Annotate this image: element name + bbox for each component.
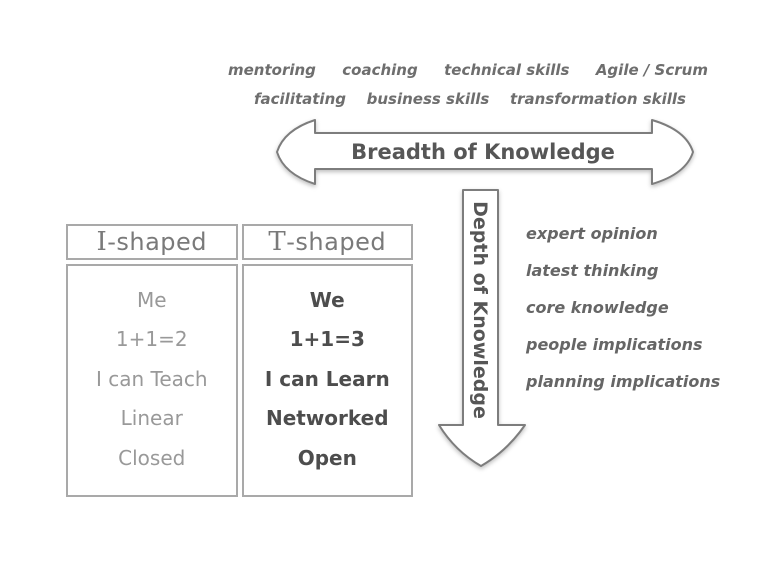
comparison-table: I-shaped T-shaped Me 1+1=2 I can Teach L… [66,224,413,497]
double-headed-arrow-icon [276,119,694,185]
header-initial: T [268,227,287,257]
table-row: Me [136,287,167,312]
table-row: Linear [120,406,183,430]
i-shaped-column: Me 1+1=2 I can Teach Linear Closed [66,264,238,497]
breadth-arrow-label: Breadth of Knowledge [351,140,615,164]
skill-label: facilitating [254,90,346,108]
i-shaped-header: I-shaped [66,224,238,260]
table-row: Networked [265,406,389,430]
depth-topic: people implications [526,335,703,354]
table-row: Open [297,445,357,470]
table-row: We [309,287,345,312]
breadth-skills-row-1: mentoring coaching technical skills Agil… [228,61,708,79]
skill-label: Agile / Scrum [595,61,708,79]
depth-topic: core knowledge [526,298,669,317]
depth-topic: planning implications [526,372,721,391]
skill-label: mentoring [228,61,316,79]
header-initial: I [96,227,108,257]
table-row: I can Learn [264,366,390,391]
breadth-skills-row-2: facilitating business skills transformat… [254,90,686,108]
skill-label: transformation skills [509,90,686,108]
breadth-arrow: Breadth of Knowledge [276,119,694,185]
depth-arrow-label: Depth of Knowledge [469,201,491,419]
table-row: 1+1=2 [115,327,188,351]
skill-label: technical skills [444,61,570,79]
depth-topic: latest thinking [526,261,659,280]
skill-label: business skills [366,90,490,108]
depth-topic: expert opinion [526,224,658,243]
table-row: I can Teach [95,366,208,391]
header-suffix: -shaped [286,228,387,256]
header-suffix: -shaped [107,228,208,256]
table-row: 1+1=3 [289,327,365,351]
skill-label: coaching [342,61,418,79]
t-shaped-header: T-shaped [241,224,413,260]
depth-arrow: Depth of Knowledge [438,189,526,467]
down-arrow-icon [438,189,526,467]
t-shaped-column: We 1+1=3 I can Learn Networked Open [241,264,413,497]
depth-topics-list: expert opinion latest thinking core know… [526,222,720,407]
table-row: Closed [118,445,186,470]
